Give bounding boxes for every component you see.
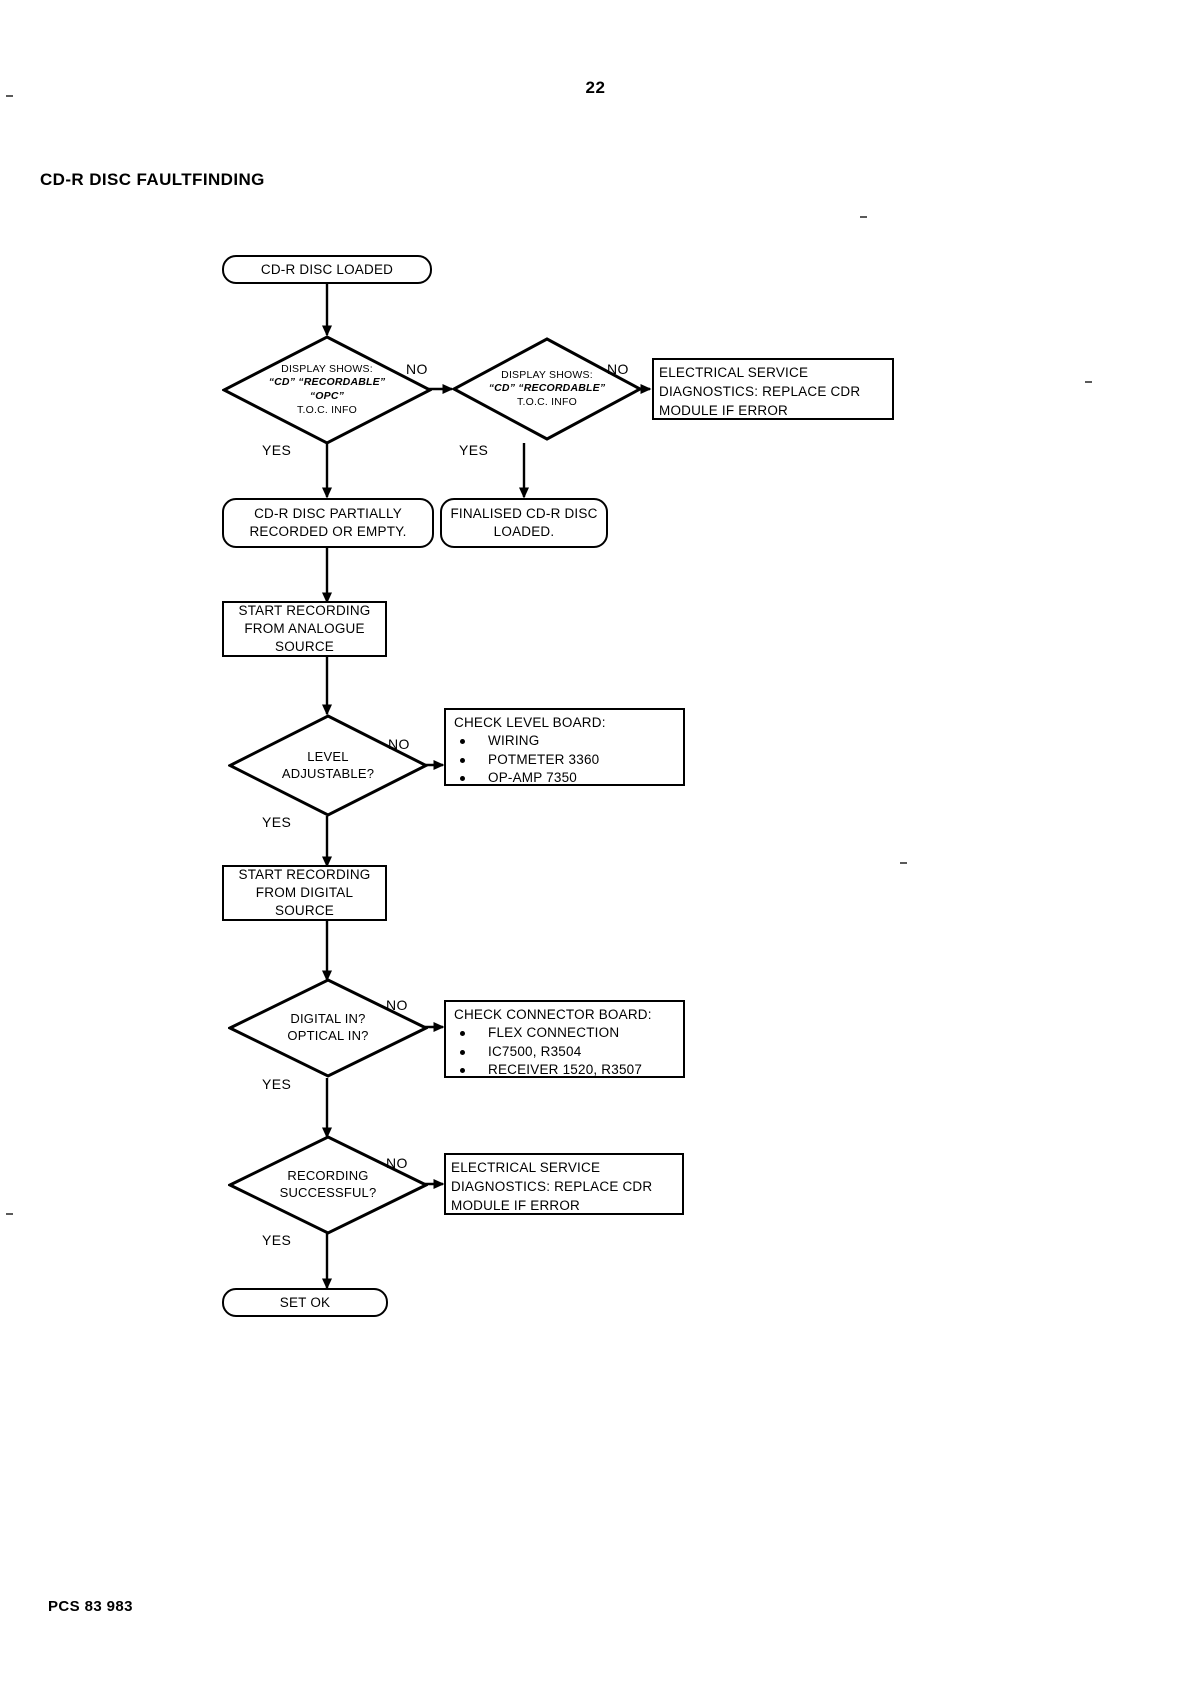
check-level-header: CHECK LEVEL BOARD:	[454, 715, 606, 730]
list-item: IC7500, R3504	[454, 1043, 677, 1061]
node-electrical-service-diagnostics-top: ELECTRICAL SERVICE DIAGNOSTICS: REPLACE …	[652, 358, 894, 420]
edge-label-decision2-yes: YES	[459, 442, 489, 458]
partial-line2: RECORDED OR EMPTY.	[249, 524, 407, 539]
page-title: CD-R DISC FAULTFINDING	[40, 170, 265, 189]
node-electrical-service-diagnostics-bottom: ELECTRICAL SERVICE DIAGNOSTICS: REPLACE …	[444, 1153, 684, 1215]
list-item: OP-AMP 7350	[454, 769, 677, 787]
node-decision-display-shows-toc: DISPLAY SHOWS: “CD” “RECORDABLE” T.O.C. …	[452, 337, 642, 441]
check-connector-list: FLEX CONNECTION IC7500, R3504 RECEIVER 1…	[454, 1024, 677, 1079]
partial-line1: CD-R DISC PARTIALLY	[254, 506, 402, 522]
scan-mark	[860, 216, 867, 218]
analogue-line1: START RECORDING	[238, 602, 371, 618]
edge-label-digital-no: NO	[386, 997, 408, 1013]
diamond-shape	[452, 337, 642, 441]
node-decision-level-adjustable: LEVEL ADJUSTABLE?	[228, 714, 428, 817]
diamond-shape	[222, 335, 432, 445]
diamond-shape	[228, 1135, 428, 1235]
node-check-level-board: CHECK LEVEL BOARD: WIRING POTMETER 3360 …	[444, 708, 685, 786]
edge-label-decision2-no: NO	[607, 361, 629, 377]
finalised-line1: FINALISED CD-R DISC	[450, 506, 598, 522]
check-connector-header: CHECK CONNECTOR BOARD:	[454, 1007, 652, 1022]
node-check-connector-board: CHECK CONNECTOR BOARD: FLEX CONNECTION I…	[444, 1000, 685, 1078]
analogue-line3: SOURCE	[275, 639, 334, 655]
list-item: WIRING	[454, 732, 677, 750]
edge-label-level-yes: YES	[262, 814, 292, 830]
edge-label-decision1-no: NO	[406, 361, 428, 377]
service-top-line1: ELECTRICAL SERVICE	[659, 365, 809, 380]
scan-mark	[1085, 381, 1092, 383]
finalised-line2: LOADED.	[493, 524, 555, 539]
edge-label-level-no: NO	[388, 736, 410, 752]
node-label: CD-R DISC LOADED	[260, 261, 394, 277]
diamond-shape	[228, 978, 428, 1078]
service-top-line3: MODULE IF ERROR	[659, 403, 789, 419]
scan-mark	[6, 1213, 13, 1215]
node-decision-recording-successful: RECORDING SUCCESSFUL?	[228, 1135, 428, 1235]
analogue-line2: FROM ANALOGUE	[244, 620, 365, 636]
digital-line3: SOURCE	[275, 903, 334, 919]
digital-line2: FROM DIGITAL	[255, 884, 354, 900]
node-end-set-ok: SET OK	[222, 1288, 388, 1317]
service-bottom-line1: ELECTRICAL SERVICE	[451, 1160, 601, 1175]
scan-mark	[6, 95, 13, 97]
check-level-list: WIRING POTMETER 3360 OP-AMP 7350	[454, 732, 677, 787]
list-item: FLEX CONNECTION	[454, 1024, 677, 1042]
node-start-cdr-disc-loaded: CD-R DISC LOADED	[222, 255, 432, 284]
service-bottom-line2: DIAGNOSTICS: REPLACE CDR	[451, 1179, 653, 1195]
node-cdr-disc-partially-recorded: CD-R DISC PARTIALLY RECORDED OR EMPTY.	[222, 498, 434, 548]
edge-label-recording-no: NO	[386, 1155, 408, 1171]
node-label: SET OK	[279, 1294, 331, 1310]
list-item: RECEIVER 1520, R3507	[454, 1061, 677, 1079]
node-start-recording-digital: START RECORDING FROM DIGITAL SOURCE	[222, 865, 387, 921]
scan-mark	[900, 862, 907, 864]
node-finalised-cdr-disc-loaded: FINALISED CD-R DISC LOADED.	[440, 498, 608, 548]
digital-line1: START RECORDING	[238, 866, 371, 882]
service-top-line2: DIAGNOSTICS: REPLACE CDR	[659, 384, 861, 400]
footer-document-code: PCS 83 983	[48, 1598, 133, 1615]
node-start-recording-analogue: START RECORDING FROM ANALOGUE SOURCE	[222, 601, 387, 657]
service-bottom-line3: MODULE IF ERROR	[451, 1198, 581, 1214]
edge-label-decision1-yes: YES	[262, 442, 292, 458]
node-decision-display-shows-opc: DISPLAY SHOWS: “CD” “RECORDABLE” “OPC” T…	[222, 335, 432, 445]
page-number: 22	[585, 78, 606, 97]
node-decision-digital-optical-in: DIGITAL IN? OPTICAL IN?	[228, 978, 428, 1078]
list-item: POTMETER 3360	[454, 751, 677, 769]
edge-label-digital-yes: YES	[262, 1076, 292, 1092]
diamond-shape	[228, 714, 428, 817]
edge-label-recording-yes: YES	[262, 1232, 292, 1248]
